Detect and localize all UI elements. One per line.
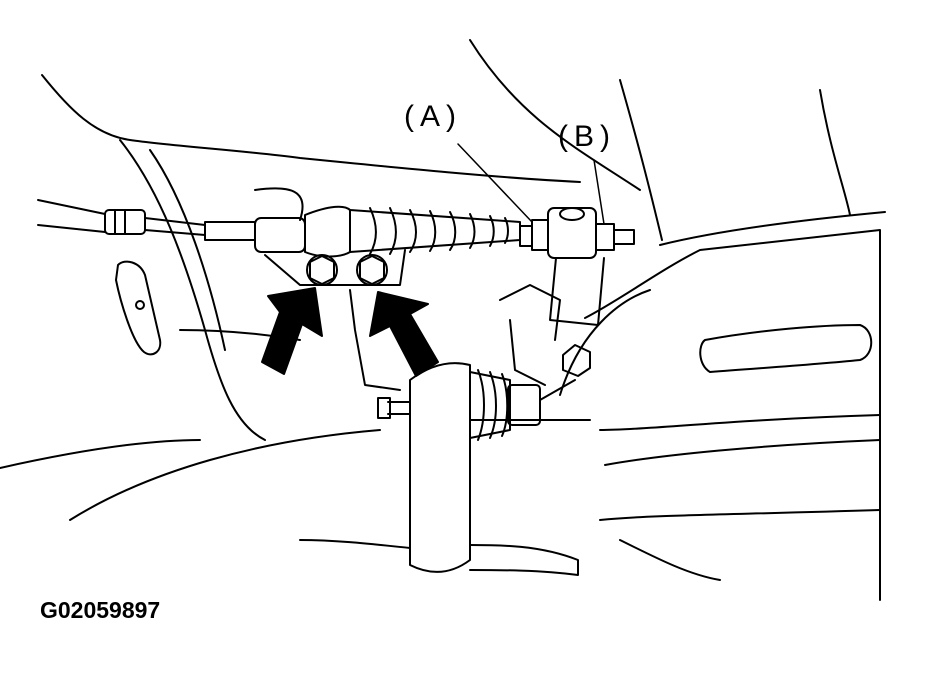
- leader-lines: [457, 143, 605, 225]
- caliper-housing: [499, 229, 881, 601]
- adjuster-assembly: [519, 207, 635, 326]
- cable-boot: [304, 205, 521, 258]
- mounting-bolts: [306, 254, 388, 286]
- callout-label-a: (A): [404, 100, 462, 133]
- body-panel-outlines: [0, 39, 886, 549]
- lower-actuator: [377, 362, 591, 576]
- callout-label-b: (B): [558, 120, 616, 153]
- brake-cable: [37, 199, 306, 253]
- figure-id-label: G02059897: [40, 597, 161, 623]
- mounting-bracket: [254, 187, 406, 391]
- arrow-pointer-icon: [261, 287, 439, 377]
- body-slot: [115, 260, 162, 356]
